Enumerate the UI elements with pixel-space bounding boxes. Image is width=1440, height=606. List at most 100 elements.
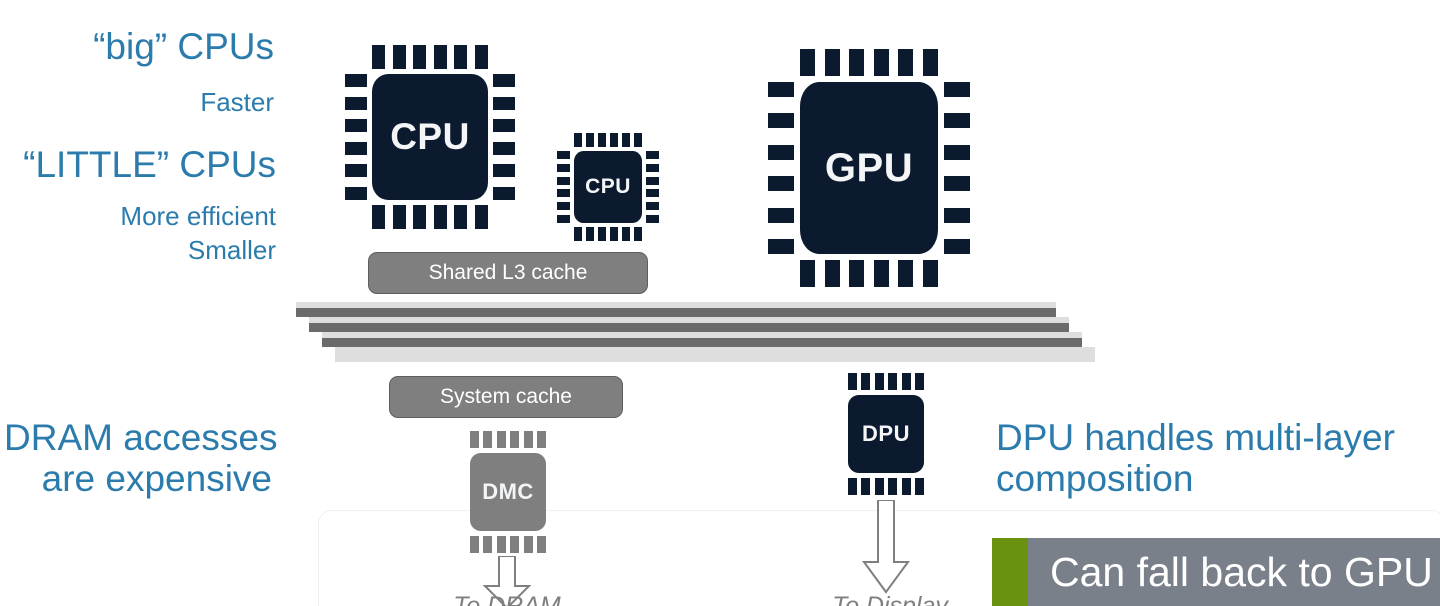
chip-pin xyxy=(483,431,493,448)
bus-layer-highlight xyxy=(335,347,1095,353)
arrow-to-dram-icon xyxy=(479,555,535,606)
chip-pin xyxy=(824,260,840,287)
chip-pin xyxy=(646,189,659,198)
chip-pin xyxy=(493,187,515,200)
chip-pin xyxy=(944,239,970,254)
chip-pin xyxy=(574,133,582,147)
chip-pin xyxy=(923,260,938,287)
chip-pin xyxy=(915,478,924,495)
annotation-dram-accesses: DRAM accesses are expensive xyxy=(4,417,278,500)
chip-pin xyxy=(483,536,493,553)
chip-pin xyxy=(493,74,515,87)
chip-pin xyxy=(634,133,642,147)
chip-pin xyxy=(861,478,871,495)
chip-pin xyxy=(622,133,630,147)
annotation-dpu-handles: DPU handles multi-layer composition xyxy=(996,417,1395,500)
chip-pin xyxy=(901,373,911,390)
chip-pin xyxy=(634,227,642,241)
chip-pin xyxy=(944,207,970,223)
caption-to-dram: To DRAM xyxy=(453,592,561,606)
chip-pin xyxy=(646,163,659,172)
chip-pin xyxy=(646,202,659,211)
chip-pin xyxy=(849,49,865,76)
interconnect-bus xyxy=(296,302,1096,362)
chip-pin xyxy=(510,431,520,448)
chip-pin xyxy=(768,144,794,160)
chip-pin xyxy=(923,49,938,76)
chip-pin xyxy=(944,82,970,97)
chip-pin xyxy=(557,163,570,172)
chip-pin xyxy=(433,45,447,69)
chip-pin xyxy=(898,260,914,287)
chip-pin xyxy=(824,49,840,76)
chip-pin xyxy=(493,96,515,110)
chip-pin xyxy=(537,536,546,553)
bus-layer-body xyxy=(296,308,1056,317)
bus-layer xyxy=(296,302,1056,317)
chip-pin xyxy=(610,133,618,147)
chip-pin xyxy=(345,141,367,155)
chip-pin xyxy=(944,113,970,129)
bus-layer xyxy=(335,347,1095,362)
chip-pin xyxy=(848,478,857,495)
chip-pin xyxy=(874,373,884,390)
chip-pin xyxy=(523,431,533,448)
system-cache-block[interactable]: System cache xyxy=(389,376,623,418)
chip-pin xyxy=(598,133,606,147)
chip-pin xyxy=(496,431,506,448)
chip-pin xyxy=(470,536,479,553)
chip-pin xyxy=(646,176,659,185)
chip-pin xyxy=(454,45,468,69)
chip-pin xyxy=(493,119,515,133)
chip-pin xyxy=(470,431,479,448)
annotation-little-cpus: “LITTLE” CPUs xyxy=(23,144,276,185)
chip-pin xyxy=(768,239,794,254)
chip-pin xyxy=(873,49,889,76)
bus-layer-highlight xyxy=(322,332,1082,338)
annotation-smaller: Smaller xyxy=(187,235,276,265)
chip-pin xyxy=(557,176,570,185)
chip-dmc[interactable]: DMC xyxy=(462,430,554,554)
chip-pin xyxy=(800,260,815,287)
annotation-big-cpus: “big” CPUs xyxy=(93,26,274,67)
chip-pin xyxy=(433,205,447,229)
chip-pin xyxy=(345,187,367,200)
chip-pin xyxy=(873,260,889,287)
chip-pin xyxy=(557,189,570,198)
banner-accent-bar xyxy=(992,538,1028,606)
chip-pin xyxy=(392,45,406,69)
bus-layer-highlight xyxy=(309,317,1069,323)
chip-pin xyxy=(888,373,898,390)
chip-pin xyxy=(800,49,815,76)
chip-gpu[interactable]: GPU xyxy=(760,42,978,294)
shared-l3-cache-block[interactable]: Shared L3 cache xyxy=(368,252,648,294)
chip-pin xyxy=(888,478,898,495)
chip-pin xyxy=(372,45,385,69)
chip-pin xyxy=(345,119,367,133)
chip-pin xyxy=(901,478,911,495)
chip-little-cpu[interactable]: CPU xyxy=(552,132,664,242)
chip-pin xyxy=(622,227,630,241)
chip-pin xyxy=(848,373,857,390)
chip-pin xyxy=(944,176,970,192)
chip-pin xyxy=(537,431,546,448)
chip-big-cpu[interactable]: CPU xyxy=(334,42,526,232)
chip-pin xyxy=(496,536,506,553)
chip-pin xyxy=(849,260,865,287)
chip-pin xyxy=(768,113,794,129)
bus-layer-body xyxy=(322,338,1082,347)
fallback-banner[interactable]: Can fall back to GPU xyxy=(992,538,1440,606)
annotation-more-efficient: More efficient xyxy=(120,201,276,231)
chip-pin xyxy=(345,164,367,178)
chip-pin xyxy=(861,373,871,390)
chip-pin xyxy=(768,82,794,97)
shared-l3-cache-label: Shared L3 cache xyxy=(428,261,588,284)
chip-pin xyxy=(493,141,515,155)
chip-dpu[interactable]: DPU xyxy=(840,372,932,496)
system-cache-label: System cache xyxy=(440,385,572,408)
chip-pin xyxy=(454,205,468,229)
chip-pin xyxy=(345,96,367,110)
chip-pin xyxy=(510,536,520,553)
bus-layer-body xyxy=(309,323,1069,332)
